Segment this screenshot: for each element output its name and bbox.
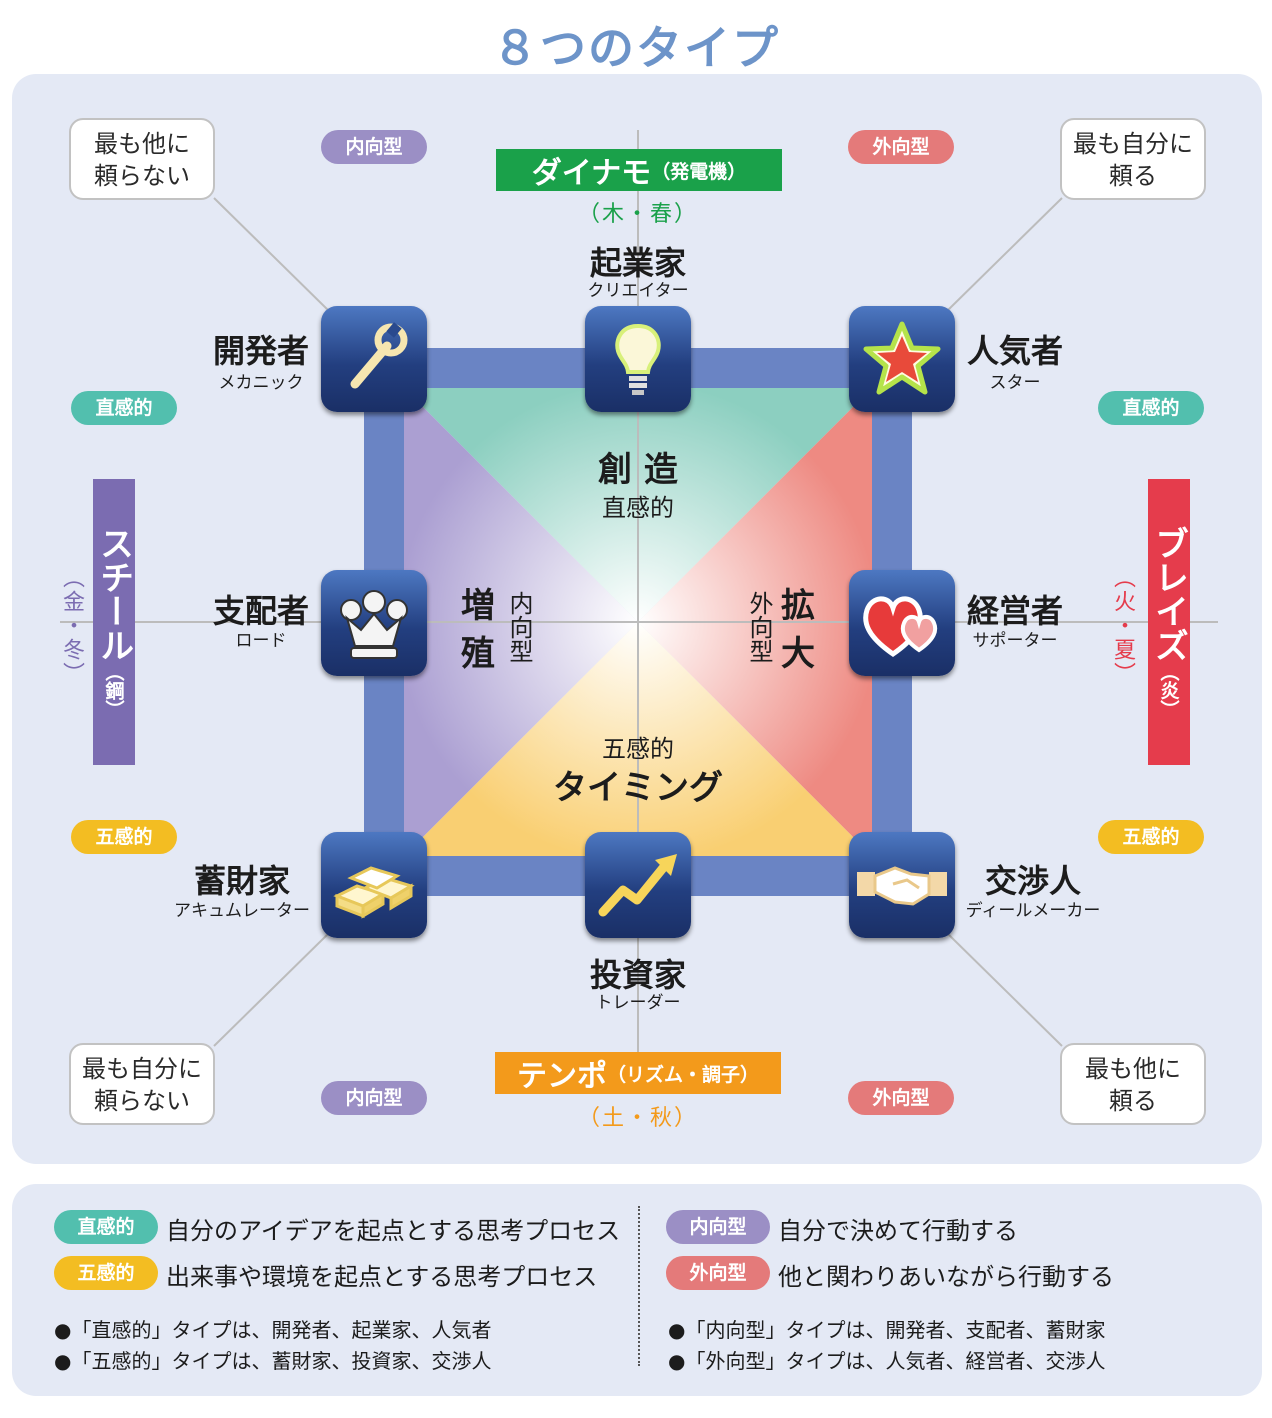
type-star-button[interactable] <box>849 306 955 412</box>
element-dynamo-name: ダイナモ <box>531 156 652 191</box>
legend-senses-text: 出来事や環境を起点とする思考プロセス <box>166 1263 598 1291</box>
corner-box-line: 最も他に <box>1085 1055 1181 1083</box>
zone-timing-sub: 五感的 <box>602 735 674 763</box>
type-mechanic-sub: メカニック <box>218 373 304 393</box>
type-mechanic-name: 開発者 <box>212 332 309 370</box>
senses-badge-left: 五感的 <box>71 820 177 854</box>
crown-icon <box>340 590 408 659</box>
element-steel-name: スチール <box>93 525 134 662</box>
trend-arrow-icon <box>598 854 677 917</box>
zone-expansion-sub: 外向型 <box>745 591 773 663</box>
corner-box-bottom-left: 最も自分に 頼らない <box>69 1043 215 1125</box>
connector-line <box>213 931 331 1047</box>
legend-extrovert-text: 他と関わりあいながら行動する <box>778 1263 1114 1291</box>
zone-accumulation-sub: 内向型 <box>505 591 533 663</box>
element-steel-paren: （鋼） <box>102 661 125 719</box>
introvert-badge-top: 内向型 <box>321 130 427 164</box>
lightbulb-icon <box>615 323 661 395</box>
type-mechanic-button[interactable] <box>321 306 427 412</box>
page-title: ８つのタイプ <box>492 21 780 75</box>
star-icon <box>863 321 941 395</box>
connector-line <box>213 197 331 313</box>
type-supporter-sub: サポーター <box>972 631 1058 651</box>
extrovert-badge-bottom: 外向型 <box>848 1081 954 1115</box>
element-blaze-paren: （炎） <box>1157 661 1180 719</box>
corner-box-top-right: 最も自分に 頼る <box>1060 118 1206 200</box>
type-lord-sub: ロード <box>235 631 287 651</box>
element-tempo-banner: テンポ （リズム・調子） <box>495 1052 781 1094</box>
legend-intuitive-text: 自分のアイデアを起点とする思考プロセス <box>166 1217 621 1245</box>
corner-box-line: 頼る <box>1109 1087 1157 1115</box>
type-star-name: 人気者 <box>966 332 1063 370</box>
corner-box-line: 頼らない <box>94 162 190 190</box>
type-accumulator-name: 蓄財家 <box>193 862 290 900</box>
corner-box-line: 最も自分に <box>1073 130 1193 158</box>
legend-note: ●「外向型」タイプは、人気者、経営者、交渉人 <box>668 1349 1106 1373</box>
corner-box-line: 最も自分に <box>82 1055 202 1083</box>
legend-intuitive-badge: 直感的 <box>54 1210 158 1244</box>
element-blaze-season: （火・夏） <box>1110 566 1135 686</box>
type-creator-button[interactable] <box>585 306 691 412</box>
hearts-icon <box>863 596 938 658</box>
type-lord-button[interactable] <box>321 570 427 676</box>
zone-timing-label: タイミング <box>553 768 723 808</box>
type-supporter-button[interactable] <box>849 570 955 676</box>
connector-line <box>945 931 1063 1047</box>
corner-box-line: 頼る <box>1109 162 1157 190</box>
connector-line <box>945 197 1063 313</box>
corner-box-line: 最も他に <box>94 130 190 158</box>
legend-note: ●「五感的」タイプは、蓄財家、投資家、交渉人 <box>54 1349 492 1373</box>
zone-expansion-label-1: 拡 <box>781 586 815 626</box>
element-dynamo-paren: （発電機） <box>651 160 747 183</box>
corner-box-top-left: 最も他に 頼らない <box>69 118 215 200</box>
legend-note: ●「内向型」タイプは、開発者、支配者、蓄財家 <box>668 1318 1106 1342</box>
type-creator-name: 起業家 <box>589 244 686 282</box>
element-dynamo-season: （木・春） <box>577 202 698 227</box>
legend-divider <box>638 1206 640 1366</box>
element-tempo-name: テンポ <box>516 1059 607 1094</box>
legend-introvert-text: 自分で決めて行動する <box>778 1217 1018 1245</box>
zone-creation-label: 創 造 <box>598 450 678 490</box>
element-tempo-paren: （リズム・調子） <box>606 1063 759 1086</box>
type-trader-sub: トレーダー <box>595 993 681 1013</box>
element-dynamo-banner: ダイナモ （発電機） <box>496 149 782 191</box>
zone-creation-sub: 直感的 <box>602 494 674 522</box>
handshake-icon <box>857 866 947 906</box>
type-trader-name: 投資家 <box>589 956 686 994</box>
type-accumulator-sub: アキュムレーター <box>174 901 310 921</box>
element-blaze-name: ブレイズ <box>1148 525 1189 662</box>
introvert-badge-bottom: 内向型 <box>321 1081 427 1115</box>
intuitive-badge-left: 直感的 <box>71 391 177 425</box>
type-creator-sub: クリエイター <box>587 281 689 301</box>
type-trader-button[interactable] <box>585 832 691 938</box>
extrovert-badge-top: 外向型 <box>848 130 954 164</box>
zone-expansion-label-2: 大 <box>781 634 815 674</box>
wrench-icon <box>350 322 408 389</box>
type-dealmaker-sub: ディールメーカー <box>965 901 1101 921</box>
legend-extrovert-badge: 外向型 <box>666 1256 770 1290</box>
type-lord-name: 支配者 <box>212 592 309 630</box>
corner-box-line: 頼らない <box>94 1087 190 1115</box>
type-accumulator-button[interactable] <box>321 832 427 938</box>
zone-accumulation-label-1: 増 <box>461 586 495 626</box>
legend-senses-badge: 五感的 <box>54 1256 158 1290</box>
senses-badge-right: 五感的 <box>1098 820 1204 854</box>
gold-bars-icon <box>333 866 415 919</box>
legend-introvert-badge: 内向型 <box>666 1210 770 1244</box>
legend-panel <box>12 1184 1262 1396</box>
intuitive-badge-right: 直感的 <box>1098 391 1204 425</box>
type-dealmaker-button[interactable] <box>849 832 955 938</box>
type-star-sub: スター <box>989 373 1041 393</box>
element-steel-banner: スチール（鋼） <box>93 479 135 765</box>
zone-accumulation-label-2: 殖 <box>461 634 495 674</box>
corner-box-bottom-right: 最も他に 頼る <box>1060 1043 1206 1125</box>
element-blaze-banner: ブレイズ（炎） <box>1148 479 1190 765</box>
type-dealmaker-name: 交渉人 <box>984 862 1081 900</box>
element-tempo-season: （土・秋） <box>577 1106 698 1131</box>
element-steel-season: （金・冬） <box>59 566 84 686</box>
legend-note: ●「直感的」タイプは、開発者、起業家、人気者 <box>54 1318 492 1342</box>
type-supporter-name: 経営者 <box>966 592 1063 630</box>
